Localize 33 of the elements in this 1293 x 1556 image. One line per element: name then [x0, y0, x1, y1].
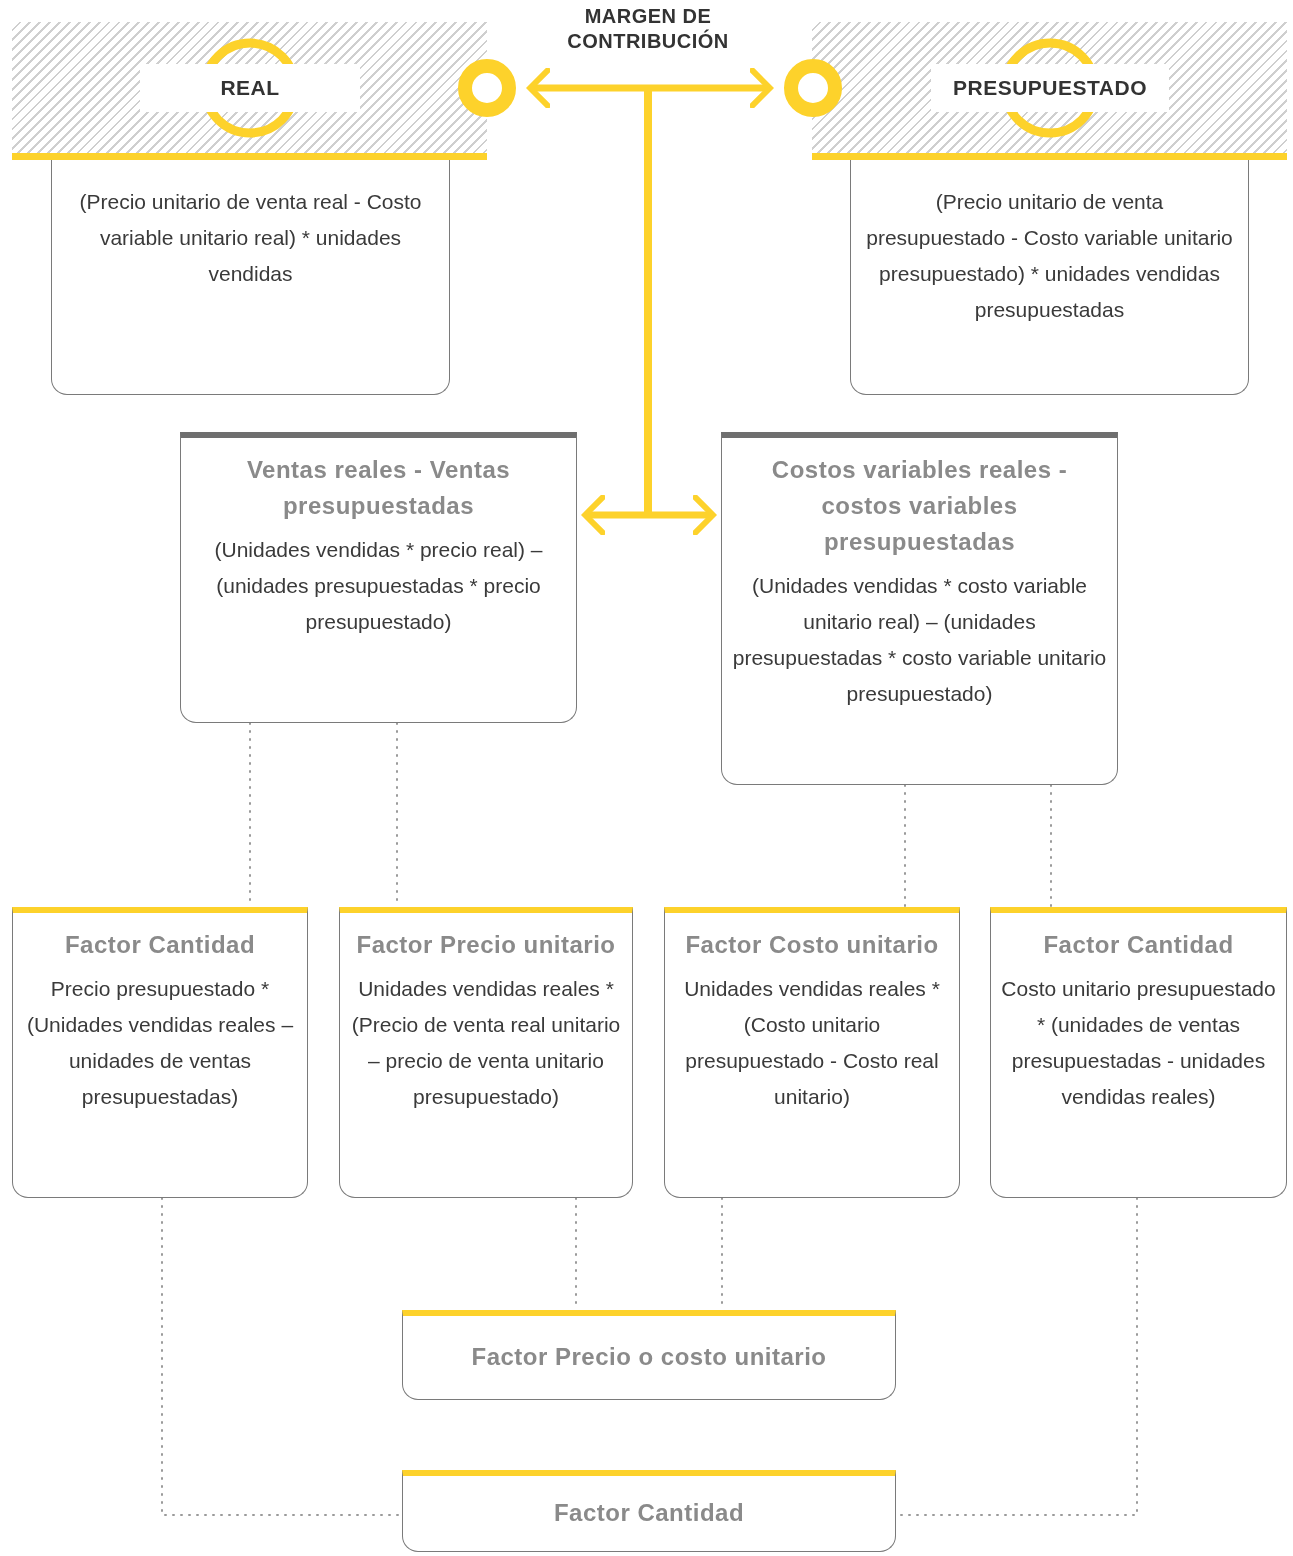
formula-text: (Precio unitario de venta real - Costo variable unitario real) * unidades vendidas — [78, 189, 423, 287]
formula-text: Precio presupuestado *(Unidades vendidas reales –unidades de ventas presupuestadas) — [25, 976, 295, 1110]
box-heading: Factor Costo unitario — [684, 930, 940, 960]
double-arrow — [527, 67, 773, 109]
double-arrow — [582, 494, 716, 536]
factor-box — [990, 907, 1287, 1198]
factor-box — [339, 907, 633, 1198]
diagram-label: MARGEN DE CONTRIBUCIÓN — [566, 4, 730, 54]
comparison-panel — [12, 22, 518, 395]
formula-box — [721, 432, 1118, 785]
box-heading: Factor Precio o costo unitario — [470, 1342, 828, 1372]
formula-text: Unidades vendidas reales *(Costo unitario presupuestado - Costo real unitario) — [683, 976, 941, 1110]
box-heading: Factor Cantidad — [63, 930, 257, 960]
box-heading: Factor Cantidad — [1042, 930, 1235, 960]
formula-text: (Unidades vendidas * precio real) – (unidades presupuestadas * precio presupuestado) — [213, 537, 544, 635]
dotted-connector — [1050, 784, 1052, 908]
factor-box — [402, 1470, 896, 1552]
box-heading: Factor Cantidad — [552, 1498, 746, 1528]
box-heading: Factor Precio unitario — [355, 930, 617, 960]
formula-text: (Unidades vendidas * costo variable unitario real) – (unidades presupuestadas * costo variable unitario presupuestado) — [732, 573, 1107, 707]
panel-heading: REAL — [140, 64, 360, 112]
comparison-panel — [782, 22, 1287, 395]
box-heading: Ventas reales - Ventas presupuestadas — [245, 455, 512, 521]
box-heading: Costos variables reales - costos variables presupuestadas — [770, 455, 1069, 557]
factor-box — [402, 1310, 896, 1400]
formula-text: Costo unitario presupuestado * (unidades de ventas presupuestadas - unidades vendidas reales) — [1001, 976, 1276, 1110]
factor-box — [12, 907, 308, 1198]
formula-box — [180, 432, 577, 723]
formula-text: Unidades vendidas reales *(Precio de venta real unitario – precio de venta unitario presupuestado) — [350, 976, 622, 1110]
dotted-connector — [904, 784, 906, 908]
factor-box — [664, 907, 960, 1198]
formula-text: (Precio unitario de venta presupuestado - Costo variable unitario presupuestado) * unidades vendidas presupuestadas — [865, 189, 1234, 323]
panel-heading: PRESUPUESTADO — [931, 64, 1169, 112]
